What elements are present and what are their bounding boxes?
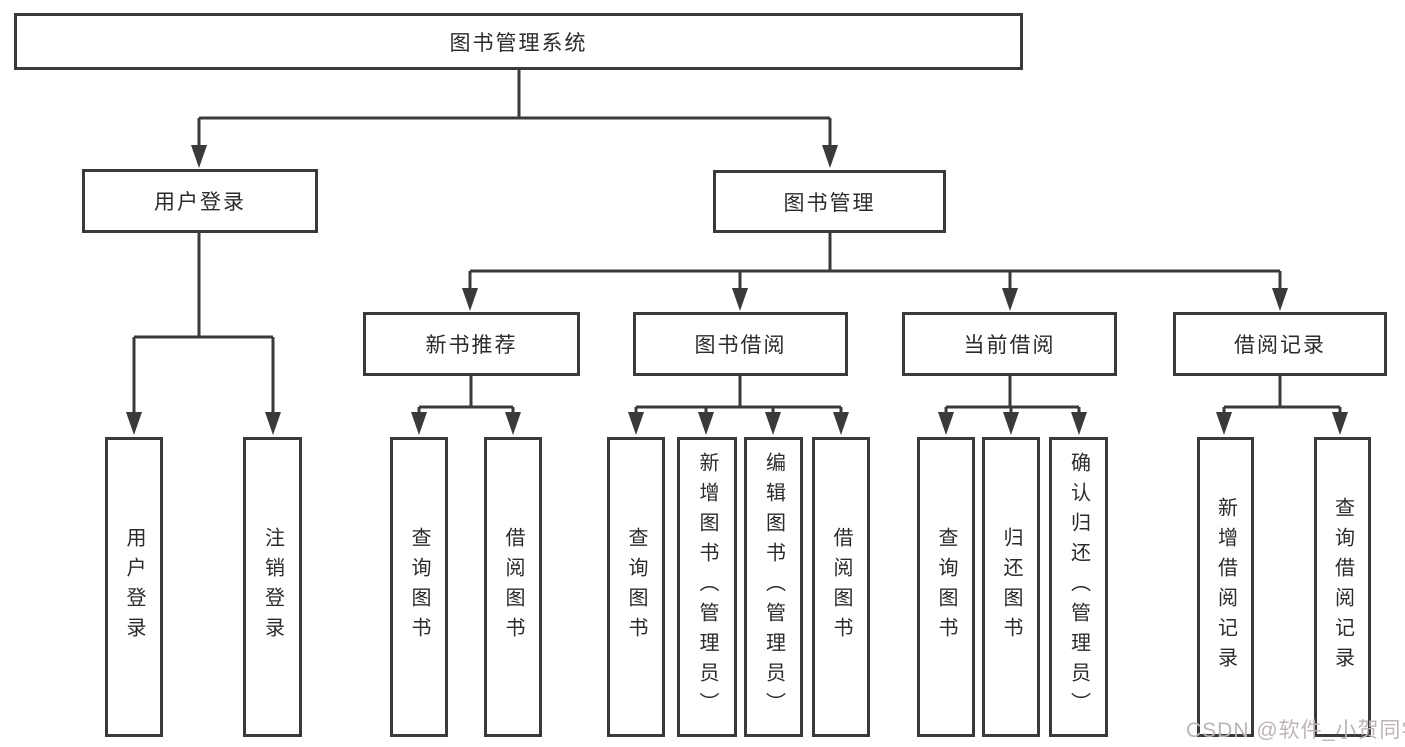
leaf-add-books-admin: 新增图书（管理员） — [677, 437, 737, 737]
node-label: 当前借阅 — [963, 334, 1056, 357]
node-borrowing-records: 借阅记录 — [1173, 312, 1387, 376]
node-book-borrowing: 图书借阅 — [633, 312, 848, 376]
leaf-borrow-books-recommend: 借阅图书 — [484, 437, 542, 737]
node-label: 借阅记录 — [1234, 334, 1326, 357]
node-library-management-system: 图书管理系统 — [14, 13, 1023, 70]
leaf-logout-login: 注销登录 — [243, 437, 302, 737]
leaf-query-books-current: 查询图书 — [917, 437, 975, 737]
leaf-query-borrow-record: 查询借阅记录 — [1314, 437, 1371, 737]
leaf-user-login: 用户登录 — [105, 437, 163, 737]
leaf-borrow-books-borrow: 借阅图书 — [812, 437, 870, 737]
leaf-return-books: 归还图书 — [982, 437, 1040, 737]
leaf-label: 用户登录 — [123, 527, 145, 647]
leaf-add-borrow-record: 新增借阅记录 — [1197, 437, 1254, 737]
leaf-label: 新增借阅记录 — [1214, 497, 1237, 677]
leaf-query-books-borrow: 查询图书 — [607, 437, 665, 737]
leaf-label: 新增图书（管理员） — [696, 452, 718, 722]
node-user-login: 用户登录 — [82, 169, 318, 233]
node-label: 图书管理系统 — [449, 31, 588, 55]
leaf-label: 编辑图书（管理员） — [762, 452, 785, 722]
leaf-label: 查询图书 — [935, 527, 957, 647]
leaf-query-books-recommend: 查询图书 — [390, 437, 448, 737]
leaf-label: 查询借阅记录 — [1331, 497, 1354, 677]
node-current-borrowing: 当前借阅 — [902, 312, 1117, 376]
node-book-management: 图书管理 — [713, 170, 946, 233]
node-label: 用户登录 — [154, 191, 246, 214]
node-label: 图书管理 — [783, 191, 876, 215]
leaf-label: 归还图书 — [1000, 527, 1022, 647]
node-new-book-recommend: 新书推荐 — [363, 312, 580, 376]
leaf-label: 借阅图书 — [502, 527, 524, 647]
csdn-watermark: CSDN @软件_小贺同学 — [1186, 719, 1405, 742]
leaf-label: 借阅图书 — [830, 527, 852, 647]
leaf-label: 确认归还（管理员） — [1067, 452, 1090, 722]
arrowheads — [126, 145, 1348, 435]
leaf-edit-books-admin: 编辑图书（管理员） — [744, 437, 803, 737]
node-label: 图书借阅 — [694, 334, 787, 357]
leaf-label: 查询图书 — [408, 527, 430, 647]
leaf-confirm-return-admin: 确认归还（管理员） — [1049, 437, 1108, 737]
leaf-label: 查询图书 — [625, 527, 647, 647]
leaf-label: 注销登录 — [261, 527, 284, 647]
node-label: 新书推荐 — [425, 334, 518, 357]
